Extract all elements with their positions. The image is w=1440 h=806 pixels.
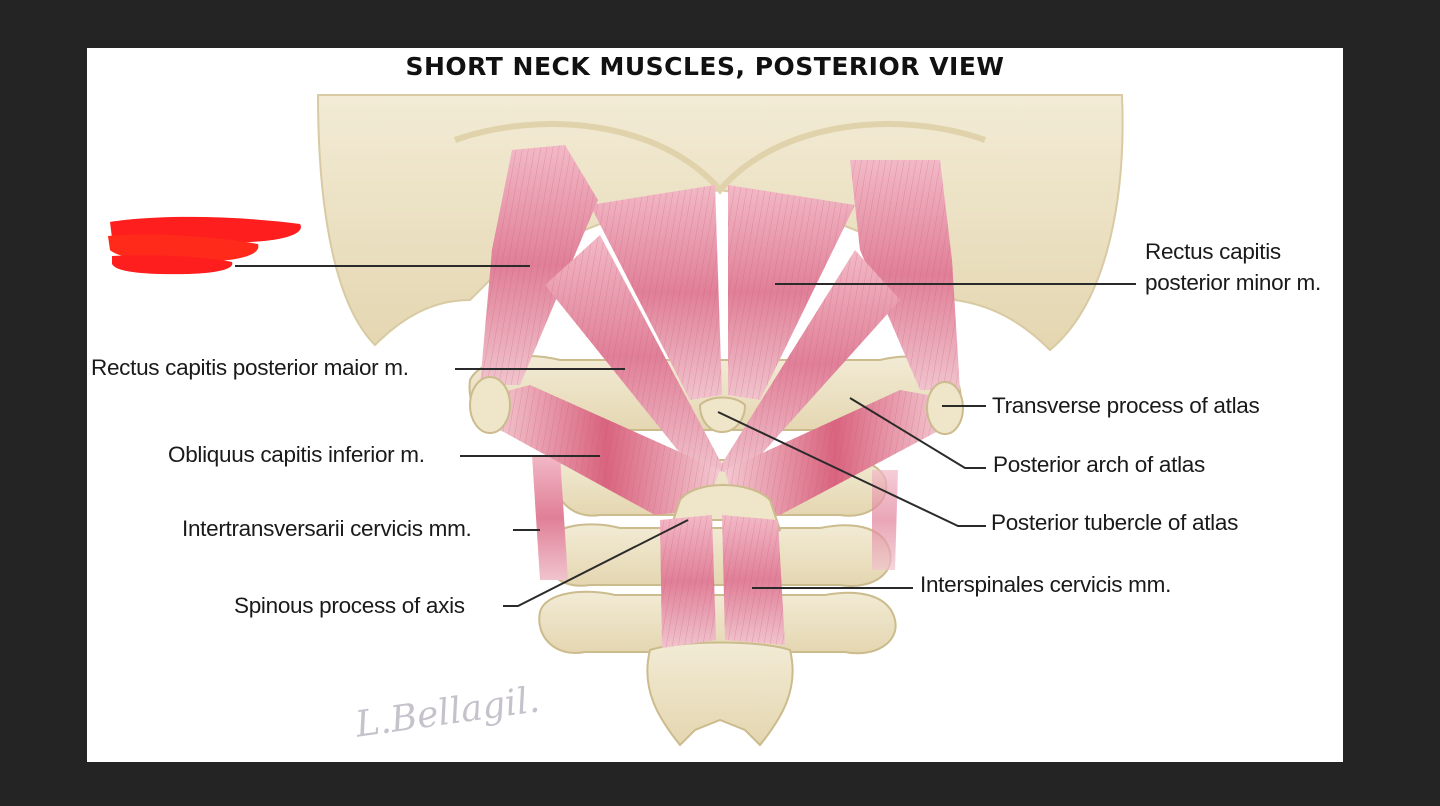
label-intertransversarii: Intertransversarii cervicis mm. [182, 516, 472, 541]
transverse-process-right [926, 381, 964, 435]
cervical-vertebra-4 [538, 590, 897, 655]
label-rectus-major: Rectus capitis posterior maior m. [91, 355, 409, 380]
occipital-bone [316, 94, 1124, 352]
spinous-process-lower [646, 641, 794, 747]
cervical-vertebra-3 [543, 523, 892, 587]
intertransversarii-muscle [532, 455, 568, 580]
diagram-title: SHORT NECK MUSCLES, POSTERIOR VIEW [405, 52, 1005, 81]
label-spinous-process: Spinous process of axis [234, 593, 465, 618]
leader-lines [235, 265, 1136, 607]
skull-ridge [454, 121, 986, 195]
intertransversarii-muscle-right [872, 470, 898, 570]
redacted-label [108, 214, 304, 274]
transverse-process-left [469, 376, 511, 434]
label-posterior-tubercle: Posterior tubercle of atlas [991, 510, 1239, 535]
label-interspinales: Interspinales cervicis mm. [920, 572, 1172, 597]
label-rectus-minor-line1: Rectus capitis [1145, 239, 1281, 264]
leader-spinous-process [503, 519, 689, 607]
leader-posterior-tubercle [717, 411, 986, 527]
label-posterior-arch: Posterior arch of atlas [993, 452, 1205, 477]
label-rectus-minor-line2: posterior minor m. [1145, 270, 1321, 295]
red-marker-redaction [108, 216, 301, 275]
label-obliquus-inferior: Obliquus capitis inferior m. [168, 442, 425, 467]
leader-posterior-arch [849, 397, 986, 469]
label-transverse-process: Transverse process of atlas [992, 393, 1260, 418]
